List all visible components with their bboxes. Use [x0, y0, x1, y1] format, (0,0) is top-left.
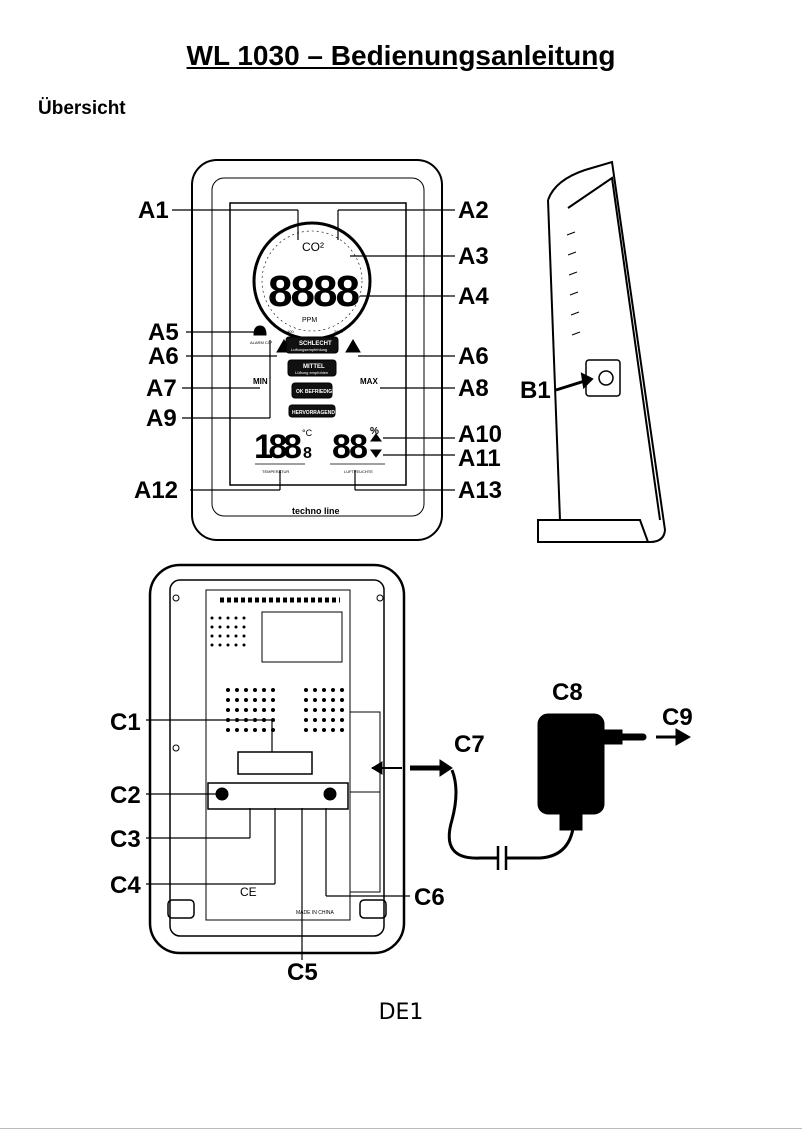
label-c9: C9: [662, 704, 693, 731]
made-in-label: MADE IN CHINA: [296, 910, 334, 916]
brand-logo: techno line: [292, 506, 340, 516]
label-a6-right: A6: [458, 343, 489, 370]
quality-good: HERVORRAGEND: [292, 410, 335, 416]
temp-decimal: 8: [303, 445, 312, 462]
label-c1: C1: [110, 709, 141, 736]
label-a1: A1: [138, 197, 169, 224]
page-number: DE1: [378, 1000, 424, 1025]
label-c7: C7: [454, 731, 485, 758]
section-heading: Übersicht: [38, 98, 126, 119]
quality-medium-sub: Lüftung empfohlen: [295, 370, 328, 375]
quality-bad-sub: Luftungsempfehlung: [291, 347, 327, 352]
temp-digits: 188: [254, 428, 302, 466]
label-a12: A12: [134, 477, 178, 504]
quality-medium: MITTEL: [303, 364, 325, 370]
humidity-unit: %: [370, 426, 379, 437]
label-a4: A4: [458, 283, 489, 310]
label-c2: C2: [110, 782, 141, 809]
front-device: [172, 159, 455, 541]
power-adapter: [410, 713, 692, 870]
scale-right: 2000: [334, 329, 344, 334]
humidity-caption: LUFTFEUCHTE: [344, 469, 373, 474]
label-c4: C4: [110, 872, 141, 899]
label-c5: C5: [287, 959, 318, 986]
ppm-digits: 8888: [268, 267, 360, 316]
label-a13: A13: [458, 477, 502, 504]
scale-left: 400: [287, 329, 294, 334]
label-a2: A2: [458, 197, 489, 224]
label-a5: A5: [148, 319, 179, 346]
label-c3: C3: [110, 826, 141, 853]
co2-label: CO²: [302, 240, 324, 254]
humidity-digits: 88: [332, 428, 368, 466]
side-device: [537, 160, 667, 543]
device-diagram: CO² 8888 PPM 400 2000 ALARM CO² MIN MAX …: [110, 159, 693, 986]
page-bottom-rule: [0, 1128, 802, 1129]
min-label: MIN: [253, 377, 268, 386]
label-c6: C6: [414, 884, 445, 911]
label-a10: A10: [458, 421, 502, 448]
label-a9: A9: [146, 405, 177, 432]
quality-bad: SCHLECHT: [299, 341, 332, 347]
label-a11: A11: [458, 445, 501, 472]
label-a7: A7: [146, 375, 177, 402]
label-a3: A3: [458, 243, 489, 270]
back-device: [146, 563, 410, 960]
alarm-label: ALARM CO²: [250, 340, 273, 345]
label-b1: B1: [520, 377, 551, 404]
speaker-grid: [210, 616, 344, 732]
label-a6-left: A6: [148, 343, 179, 370]
ppm-unit: PPM: [302, 317, 317, 324]
temp-caption: TEMPERATUR: [262, 469, 289, 474]
page-title: WL 1030 – Bedienungsanleitung: [186, 40, 616, 71]
temp-unit: °C: [302, 428, 313, 438]
label-c8: C8: [552, 679, 583, 706]
label-a8: A8: [458, 375, 489, 402]
max-label: MAX: [360, 377, 378, 386]
quality-ok: OK BEFRIEDIGEND: [296, 389, 343, 395]
ce-mark: CE: [240, 885, 257, 899]
